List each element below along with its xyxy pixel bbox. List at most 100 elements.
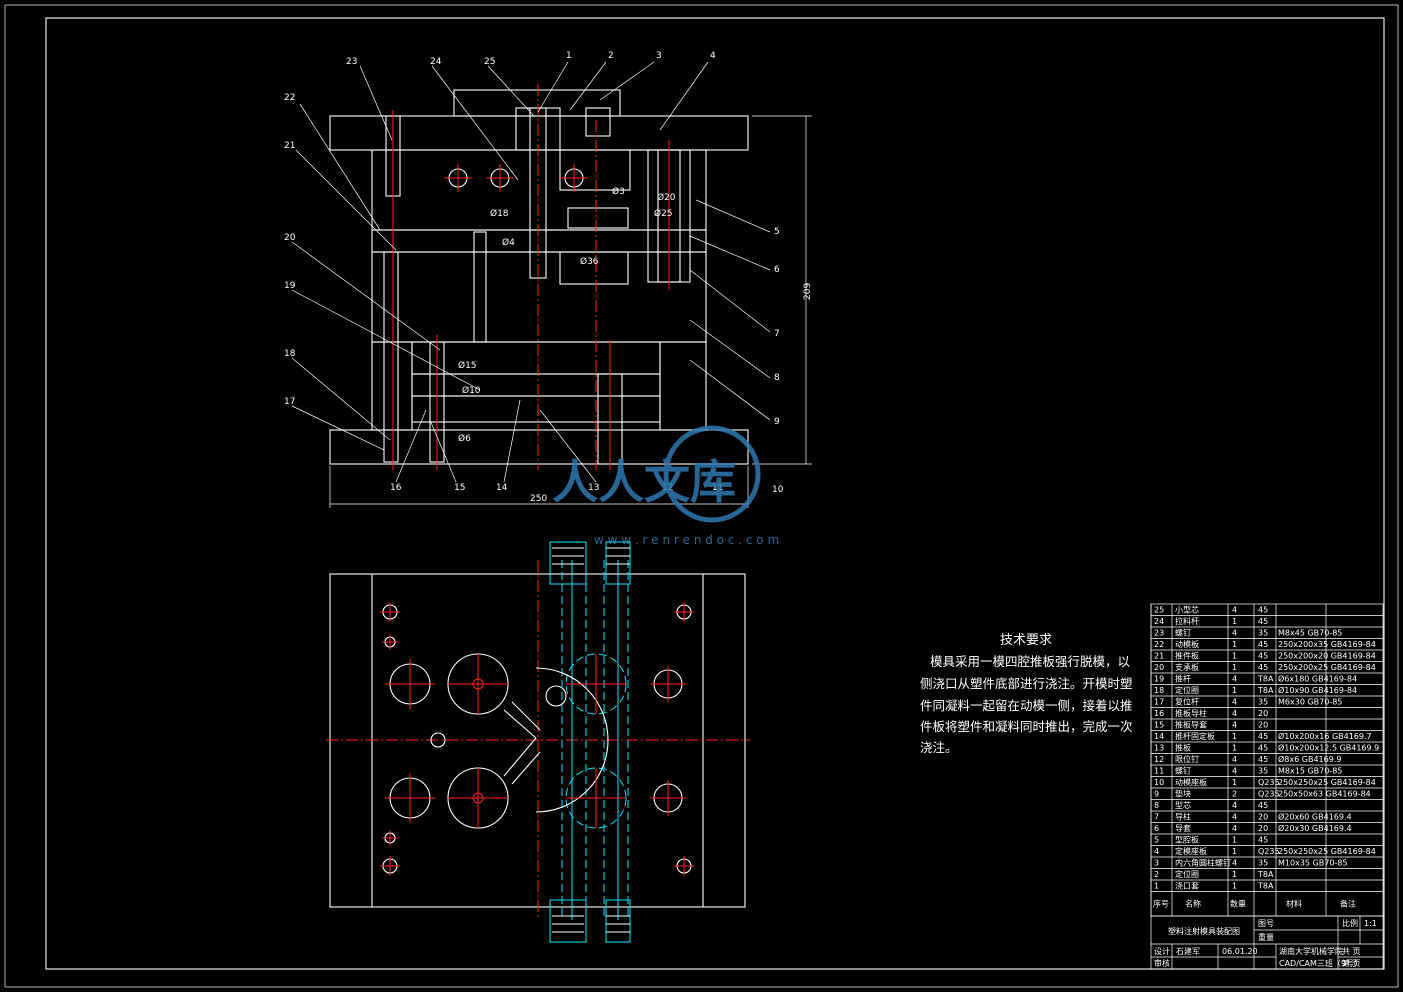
bom-material: 20 xyxy=(1258,813,1268,822)
bom-name: 螺钉 xyxy=(1175,628,1191,638)
part-label-5: 5 xyxy=(774,227,780,237)
plan-view xyxy=(326,541,750,943)
part-label-21: 21 xyxy=(284,141,295,151)
bom-qty: 4 xyxy=(1232,606,1237,615)
dim-d15: Ø15 xyxy=(458,360,477,371)
bom-qty: 4 xyxy=(1232,698,1237,707)
bom-standard: Ø10x200x12.5 GB4169.9 xyxy=(1278,743,1379,753)
front-section-view: 250 209 Ø3 Ø18 Ø20 Ø25 Ø4 Ø36 Ø15 Ø10 Ø6 xyxy=(284,51,813,508)
part-label-17: 17 xyxy=(284,397,295,407)
bom-header-material: 材料 xyxy=(1286,899,1302,909)
designer-name: 石建军 xyxy=(1176,946,1200,956)
tech-line-5: 浇注。 xyxy=(920,740,958,755)
bom-no: 2 xyxy=(1154,870,1159,879)
part-label-6: 6 xyxy=(774,265,780,275)
bom-name: 推板导套 xyxy=(1175,720,1207,730)
bom-qty: 1 xyxy=(1232,744,1237,753)
bom-material: 35 xyxy=(1258,859,1268,868)
bom-standard: Ø10x200x16 GB4169.7 xyxy=(1278,731,1372,741)
bom-qty: 1 xyxy=(1232,870,1237,879)
part-label-8: 8 xyxy=(774,373,780,383)
bom-no: 1 xyxy=(1154,882,1159,891)
bom-name: 导套 xyxy=(1175,823,1191,833)
tech-line-2: 侧浇口从塑件底部进行浇注。开模时塑 xyxy=(920,676,1133,691)
bom-no: 11 xyxy=(1154,767,1164,776)
bom-standard: 250x50x63 GB4169-84 xyxy=(1278,790,1371,799)
bom-qty: 1 xyxy=(1232,640,1237,649)
bom-material: 45 xyxy=(1258,801,1268,810)
bom-standard: M10x35 GB70-85 xyxy=(1278,859,1347,868)
bom-qty: 4 xyxy=(1232,824,1237,833)
bom-qty: 1 xyxy=(1232,847,1237,856)
part-label-23: 23 xyxy=(346,57,357,67)
watermark-brand: 人人文库 xyxy=(552,455,736,509)
bom-name: 小型芯 xyxy=(1175,605,1199,615)
part-label-16: 16 xyxy=(390,483,402,493)
part-label-19: 19 xyxy=(284,281,296,291)
bom-qty: 4 xyxy=(1232,801,1237,810)
bom-standard: Ø8x6 GB4169.9 xyxy=(1278,754,1341,764)
bom-no: 19 xyxy=(1154,675,1164,684)
drawing-frame xyxy=(4,4,1399,988)
bom-qty: 1 xyxy=(1232,732,1237,741)
bom-qty: 4 xyxy=(1232,721,1237,730)
part-label-15: 15 xyxy=(454,483,465,493)
part-label-13: 13 xyxy=(588,483,599,493)
bom-material: T8A xyxy=(1257,870,1274,879)
bom-name: 动模板 xyxy=(1175,639,1199,649)
bom-standard: 250x200x25 GB4169-84 xyxy=(1278,663,1376,672)
bom-standard: 250x200x35 GB4169-84 xyxy=(1278,640,1376,649)
bom-header-name: 名称 xyxy=(1185,899,1201,909)
bom-material: 45 xyxy=(1258,744,1268,753)
bom-material: 45 xyxy=(1258,732,1268,741)
bom-material: 45 xyxy=(1258,836,1268,845)
bom-standard: 250x250x25 GB4169-84 xyxy=(1278,847,1376,856)
drawing-no-label: 图号 xyxy=(1258,919,1274,928)
bom-name: 支承板 xyxy=(1175,662,1199,672)
watermark: 人人文库 w w w . r e n r e n d o c . c o m xyxy=(552,425,779,547)
bom-qty: 4 xyxy=(1232,629,1237,638)
bom-standard: Ø10x90 GB4169-84 xyxy=(1278,685,1357,695)
bom-qty: 4 xyxy=(1232,859,1237,868)
bom-no: 22 xyxy=(1154,640,1164,649)
bom-standard: M8x15 GB70-85 xyxy=(1278,767,1342,776)
bom-no: 10 xyxy=(1154,778,1164,787)
part-label-20: 20 xyxy=(284,233,296,243)
design-date: 06.01.20 xyxy=(1222,947,1258,956)
dim-d36: Ø36 xyxy=(580,256,599,267)
bom-no: 3 xyxy=(1154,859,1159,868)
part-label-2: 2 xyxy=(608,51,614,61)
bom-standard: 250x250x25 GB4169-84 xyxy=(1278,778,1376,787)
bom-name: 拉料杆 xyxy=(1175,616,1199,626)
scale-value: 1:1 xyxy=(1364,919,1377,928)
tech-line-4: 件板将塑件和凝料同时推出，完成一次 xyxy=(920,719,1133,734)
bom-name: 型腔板 xyxy=(1175,835,1199,845)
dim-d3: Ø3 xyxy=(612,186,625,197)
bom-no: 4 xyxy=(1154,847,1159,856)
bom-name: 定模座板 xyxy=(1175,846,1207,856)
bom-material: 20 xyxy=(1258,721,1268,730)
part-label-3: 3 xyxy=(656,51,662,61)
bom-no: 5 xyxy=(1154,836,1159,845)
bom-material: T8A xyxy=(1257,882,1274,891)
bom-qty: 1 xyxy=(1232,652,1237,661)
bom-material: 45 xyxy=(1258,617,1268,626)
bom-no: 20 xyxy=(1154,663,1164,672)
tech-heading: 技术要求 xyxy=(1000,633,1052,648)
bom-name: 复位杆 xyxy=(1175,697,1199,707)
dim-d18: Ø18 xyxy=(490,208,509,219)
class-name: CAD/CAM三班（9号） xyxy=(1279,958,1362,968)
review-label: 审核 xyxy=(1154,958,1170,968)
scale-label: 比例 xyxy=(1342,918,1358,928)
total-pages-label: 共 页 xyxy=(1342,947,1361,956)
bom-name: 导柱 xyxy=(1175,812,1191,822)
part-label-24: 24 xyxy=(430,57,442,67)
bom-material: Q235 xyxy=(1258,778,1280,787)
bom-qty: 1 xyxy=(1232,836,1237,845)
bom-name: 浇口套 xyxy=(1175,881,1199,891)
bom-material: 35 xyxy=(1258,767,1268,776)
school-name: 湖南大学机械学院 xyxy=(1279,946,1343,956)
part-label-11: 11 xyxy=(712,483,723,493)
